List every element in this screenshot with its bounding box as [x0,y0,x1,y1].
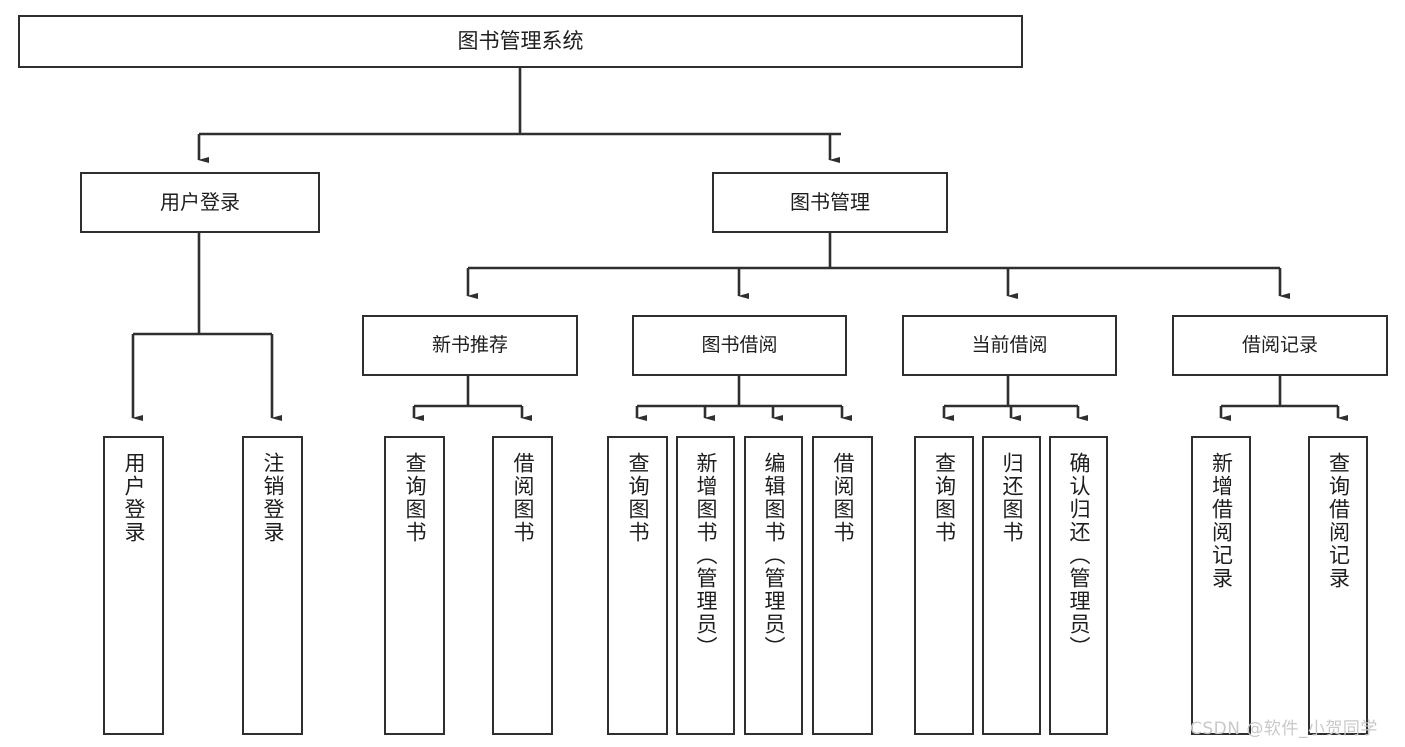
leaf-add-book-admin-label: 新增图书（管理员） [694,452,718,659]
leaf-add-borrow-record[interactable]: 新增借阅记录 [1191,436,1251,735]
watermark: CSDN @软件_小贺同学 [1190,719,1378,739]
node-root-label: 图书管理系统 [457,29,584,54]
leaf-search-book-recommend[interactable]: 查询图书 [384,436,445,735]
node-book-management[interactable]: 图书管理 [712,172,948,233]
node-root[interactable]: 图书管理系统 [18,15,1023,68]
node-book-borrow[interactable]: 图书借阅 [632,315,847,376]
leaf-add-borrow-record-label: 新增借阅记录 [1209,452,1234,590]
leaf-confirm-return-admin[interactable]: 确认归还（管理员） [1049,436,1108,735]
node-borrow-record[interactable]: 借阅记录 [1172,315,1388,376]
leaf-borrow-book-recommend-label: 借阅图书 [511,452,535,544]
leaf-search-book-recommend-label: 查询图书 [403,452,427,544]
node-user-login-label: 用户登录 [160,190,240,214]
leaf-search-book-current[interactable]: 查询图书 [914,436,974,735]
leaf-search-borrow-record[interactable]: 查询借阅记录 [1308,436,1368,735]
leaf-borrow-book[interactable]: 借阅图书 [812,436,873,735]
leaf-edit-book-admin[interactable]: 编辑图书（管理员） [744,436,803,735]
leaf-user-login-label: 用户登录 [122,452,146,544]
leaf-borrow-book-label: 借阅图书 [831,452,855,544]
leaf-add-book-admin[interactable]: 新增图书（管理员） [676,436,735,735]
leaf-search-book-borrow-label: 查询图书 [626,452,650,544]
node-current-borrow[interactable]: 当前借阅 [902,315,1117,376]
node-borrow-record-label: 借阅记录 [1241,333,1318,356]
node-new-book-recommend[interactable]: 新书推荐 [362,315,578,376]
leaf-confirm-return-admin-label: 确认归还（管理员） [1067,452,1091,659]
node-new-book-recommend-label: 新书推荐 [431,333,508,356]
node-current-borrow-label: 当前借阅 [971,333,1048,356]
node-book-management-label: 图书管理 [790,190,870,214]
leaf-search-borrow-record-label: 查询借阅记录 [1326,452,1351,590]
node-user-login[interactable]: 用户登录 [80,172,320,233]
node-book-borrow-label: 图书借阅 [701,333,778,356]
leaf-user-logout[interactable]: 注销登录 [242,436,303,735]
leaf-search-book-borrow[interactable]: 查询图书 [607,436,668,735]
leaf-return-book[interactable]: 归还图书 [982,436,1041,735]
leaf-borrow-book-recommend[interactable]: 借阅图书 [492,436,553,735]
leaf-user-logout-label: 注销登录 [261,452,285,544]
leaf-return-book-label: 归还图书 [1000,452,1024,544]
leaf-edit-book-admin-label: 编辑图书（管理员） [762,452,786,659]
leaf-user-login[interactable]: 用户登录 [103,436,164,735]
leaf-search-book-current-label: 查询图书 [932,452,957,544]
